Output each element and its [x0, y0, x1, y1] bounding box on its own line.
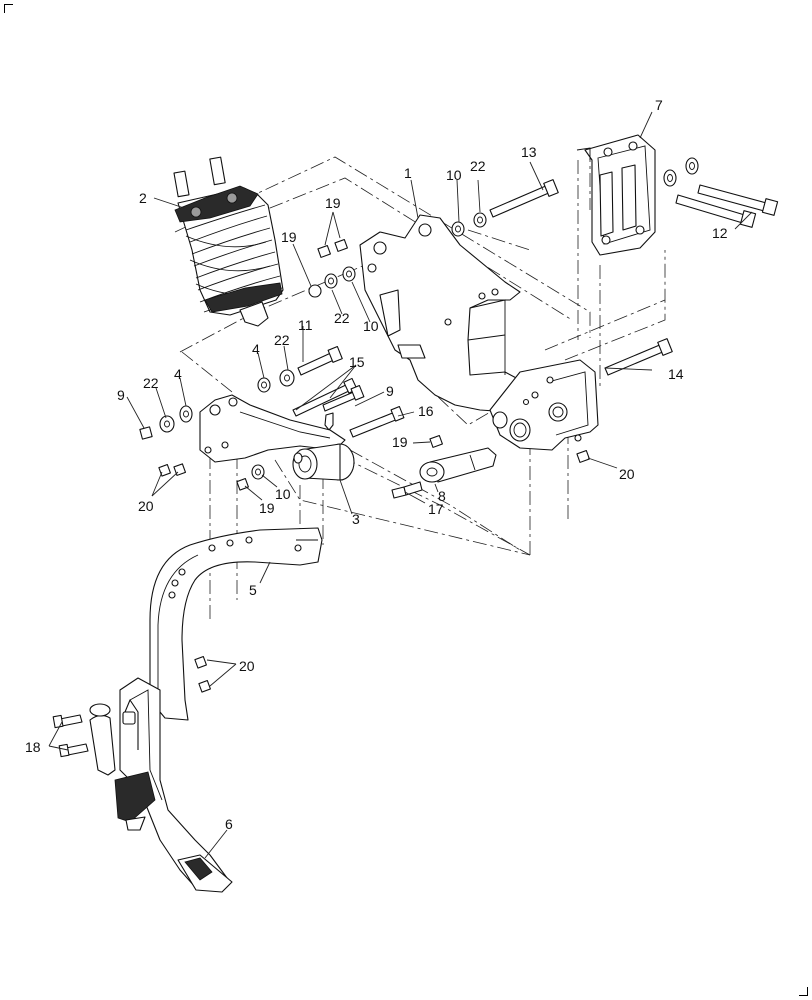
corner-mark-top-left: [4, 4, 13, 13]
part-6-point: [89, 677, 233, 893]
label-part-19-lower: 19: [259, 500, 275, 516]
bolts-15-9-16: [292, 377, 405, 438]
part-labels: 2 1 13 10 22 7 12 19 19 22 10 11 4 22 15…: [25, 97, 728, 832]
part-13-bolt: [451, 179, 559, 237]
label-part-18: 18: [25, 739, 41, 755]
label-part-12: 12: [712, 225, 728, 241]
label-part-10-spring: 10: [363, 318, 379, 334]
part-1-main-frame: [359, 214, 521, 413]
label-part-19-mid: 19: [392, 434, 408, 450]
label-part-11: 11: [298, 317, 313, 333]
label-part-10-top: 10: [446, 167, 462, 183]
label-part-20-left: 20: [138, 498, 154, 514]
part-5-shank: [149, 527, 323, 721]
label-part-15: 15: [349, 354, 365, 370]
label-part-7: 7: [655, 97, 663, 113]
label-part-20-shank: 20: [239, 658, 255, 674]
label-part-17: 17: [428, 501, 444, 517]
label-part-5: 5: [249, 582, 257, 598]
label-part-1: 1: [404, 165, 412, 181]
part-18-bolts: [52, 714, 89, 758]
corner-mark-bottom-right: [799, 987, 808, 996]
label-part-8: 8: [438, 488, 446, 504]
hardware-left: [139, 405, 193, 440]
label-part-3: 3: [352, 511, 360, 527]
part-14-bolt: [604, 338, 673, 376]
hardware-nuts-shank: [194, 655, 211, 693]
label-part-19-left: 19: [281, 229, 297, 245]
label-part-16: 16: [418, 403, 434, 419]
label-part-14: 14: [668, 366, 684, 382]
label-part-2: 2: [139, 190, 147, 206]
label-part-20-right: 20: [619, 466, 635, 482]
part-12-bolts: [663, 157, 779, 228]
label-part-13: 13: [521, 144, 537, 160]
label-part-9-left: 9: [117, 387, 125, 403]
leader-lines: [48, 111, 753, 859]
label-part-22-mid: 22: [274, 332, 290, 348]
label-part-22-spring: 22: [334, 310, 350, 326]
label-part-22-top: 22: [470, 158, 486, 174]
label-part-22-left: 22: [143, 375, 159, 391]
part-7-bracket: [576, 134, 656, 256]
label-part-19-upper: 19: [325, 195, 341, 211]
part-8-pivot-pin: [419, 447, 497, 483]
label-part-9-right: 9: [386, 383, 394, 399]
part-1-right-plate: [489, 359, 599, 451]
part-11-bolt: [257, 346, 343, 393]
link-plate: [199, 394, 346, 463]
part-2-spring-assembly: [173, 156, 284, 327]
part-3-roller: [251, 443, 355, 481]
label-part-4-left: 4: [174, 366, 182, 382]
label-part-6: 6: [225, 816, 233, 832]
label-part-4-upper: 4: [252, 341, 260, 357]
label-part-10-lower: 10: [275, 486, 291, 502]
hardware-washers-nuts-upper: [308, 238, 356, 298]
